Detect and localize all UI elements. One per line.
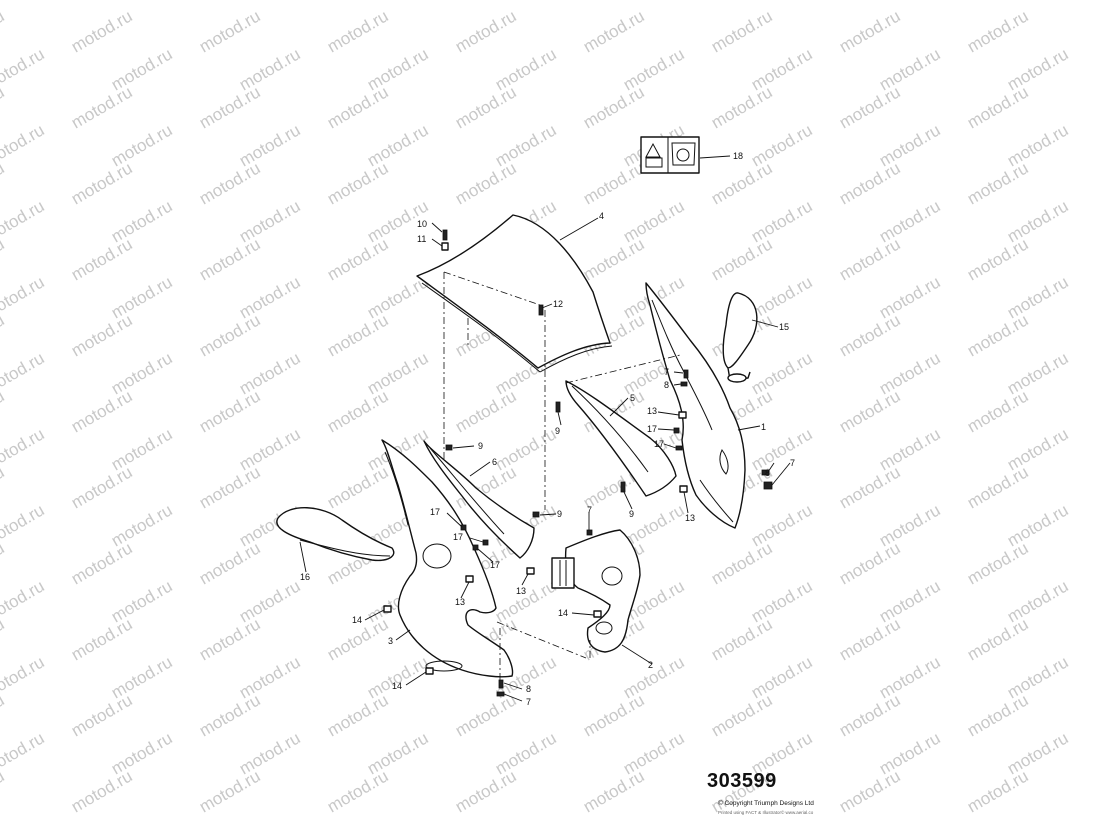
callout-8a: 8 (664, 380, 669, 390)
mirror-left-part-16 (276, 507, 395, 562)
callout-5: 5 (630, 393, 635, 403)
callout-13b: 13 (685, 513, 695, 523)
callout-9b: 9 (478, 441, 483, 451)
fairing-side-right-part-1 (645, 282, 746, 529)
callout-14c: 14 (392, 681, 402, 691)
callout-9a: 9 (555, 426, 560, 436)
callout-13d: 13 (455, 597, 465, 607)
callout-17c: 17 (430, 507, 440, 517)
callout-9d: 9 (629, 509, 634, 519)
callout-14b: 14 (352, 615, 362, 625)
callout-13a: 13 (647, 406, 657, 416)
callout-4: 4 (599, 211, 604, 221)
windscreen-part-4 (416, 214, 613, 373)
print-note: Printed using FACT & Illustrator© www.ae… (718, 810, 814, 815)
callout-17a: 17 (647, 424, 657, 434)
mirror-right-part-15 (722, 292, 758, 383)
callout-7c: 7 (587, 505, 592, 515)
callout-7d: 7 (526, 697, 531, 707)
assembly-lines (443, 271, 681, 680)
callout-6: 6 (492, 457, 497, 467)
callout-18: 18 (733, 151, 743, 161)
reference-number: 303599 (707, 770, 777, 792)
lower-fairing-part-2 (551, 529, 641, 653)
callout-7a: 7 (664, 367, 669, 377)
callout-14a: 14 (558, 608, 568, 618)
callout-8c: 8 (526, 684, 531, 694)
callout-17e: 17 (490, 560, 500, 570)
callout-12: 12 (553, 299, 563, 309)
callout-3: 3 (388, 636, 393, 646)
callout-17d: 17 (453, 532, 463, 542)
callout-7b: 7 (790, 458, 795, 468)
callout-1: 1 (761, 422, 766, 432)
leader-lines (299, 155, 791, 702)
callout-13c: 13 (516, 586, 526, 596)
callout-9c: 9 (557, 509, 562, 519)
callout-15: 15 (779, 322, 789, 332)
inner-panel-right-part-5 (565, 380, 677, 497)
callout-8b: 8 (765, 468, 770, 478)
callout-11: 11 (417, 234, 426, 244)
copyright-notice: © Copyright Triumph Designs Ltd (718, 800, 814, 807)
warning-label-part-18 (640, 136, 700, 174)
callout-2: 2 (648, 660, 653, 670)
inner-panel-left-part-6 (423, 440, 535, 559)
callout-17b: 17 (654, 439, 664, 449)
callout-16: 16 (300, 572, 310, 582)
callout-labels: 18 4 10 11 12 15 7 8 5 13 1 17 9 17 9 6 … (300, 151, 795, 707)
callout-10: 10 (417, 219, 427, 229)
